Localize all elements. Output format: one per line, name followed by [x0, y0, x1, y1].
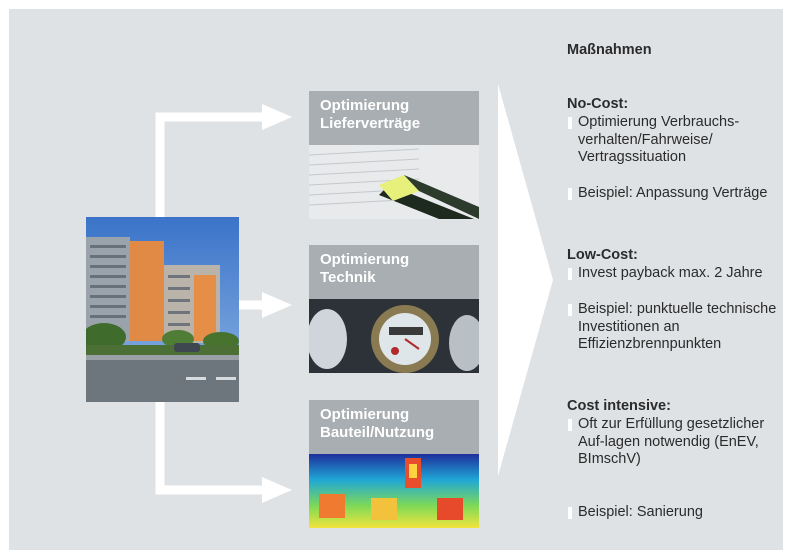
low-cost-bullet-1: Invest payback max. 2 Jahre	[567, 265, 782, 283]
card-header-bauteil-nutzung: Optimierung Bauteil/Nutzung	[309, 400, 479, 454]
card-header-technik: Optimierung Technik	[309, 245, 479, 299]
card-header-liefervertraege: Optimierung Lieferverträge	[309, 91, 479, 145]
no-cost-bullet-1: Optimierung Verbrauchs-verhalten/Fahrwei…	[567, 114, 782, 167]
card-title-line1: Optimierung	[320, 406, 410, 423]
document-and-highlighter-photo	[309, 145, 479, 219]
low-cost-bullet-2: Beispiel: punktuelle technische Investit…	[567, 301, 782, 354]
water-meter-photo	[309, 299, 479, 373]
cost-intensive-title: Cost intensive:	[567, 398, 671, 414]
thermal-image-photo	[309, 454, 479, 528]
connector-arrow-top	[155, 112, 268, 217]
arrowhead-bottom	[262, 477, 292, 503]
connector-arrow-bottom	[155, 402, 268, 495]
card-title-line2: Lieferverträge	[320, 115, 421, 132]
arrowhead-middle	[262, 292, 292, 318]
cost-intensive-bullet-2: Beispiel: Sanierung	[567, 504, 782, 522]
cost-intensive-bullet-1: Oft zur Erfüllung gesetzlicher Auf-lagen…	[567, 416, 782, 469]
office-building-photo	[86, 217, 239, 402]
low-cost-title: Low-Cost:	[567, 247, 638, 263]
card-title-line1: Optimierung	[320, 97, 410, 114]
no-cost-title: No-Cost:	[567, 96, 629, 112]
card-title-line1: Optimierung	[320, 251, 410, 268]
measures-heading: Maßnahmen	[567, 42, 652, 58]
no-cost-bullet-2: Beispiel: Anpassung Verträge	[567, 185, 782, 203]
big-chevron-arrow	[498, 84, 553, 476]
card-title-line2: Technik	[320, 269, 376, 286]
arrowhead-top	[262, 104, 292, 130]
card-title-line2: Bauteil/Nutzung	[320, 424, 435, 441]
